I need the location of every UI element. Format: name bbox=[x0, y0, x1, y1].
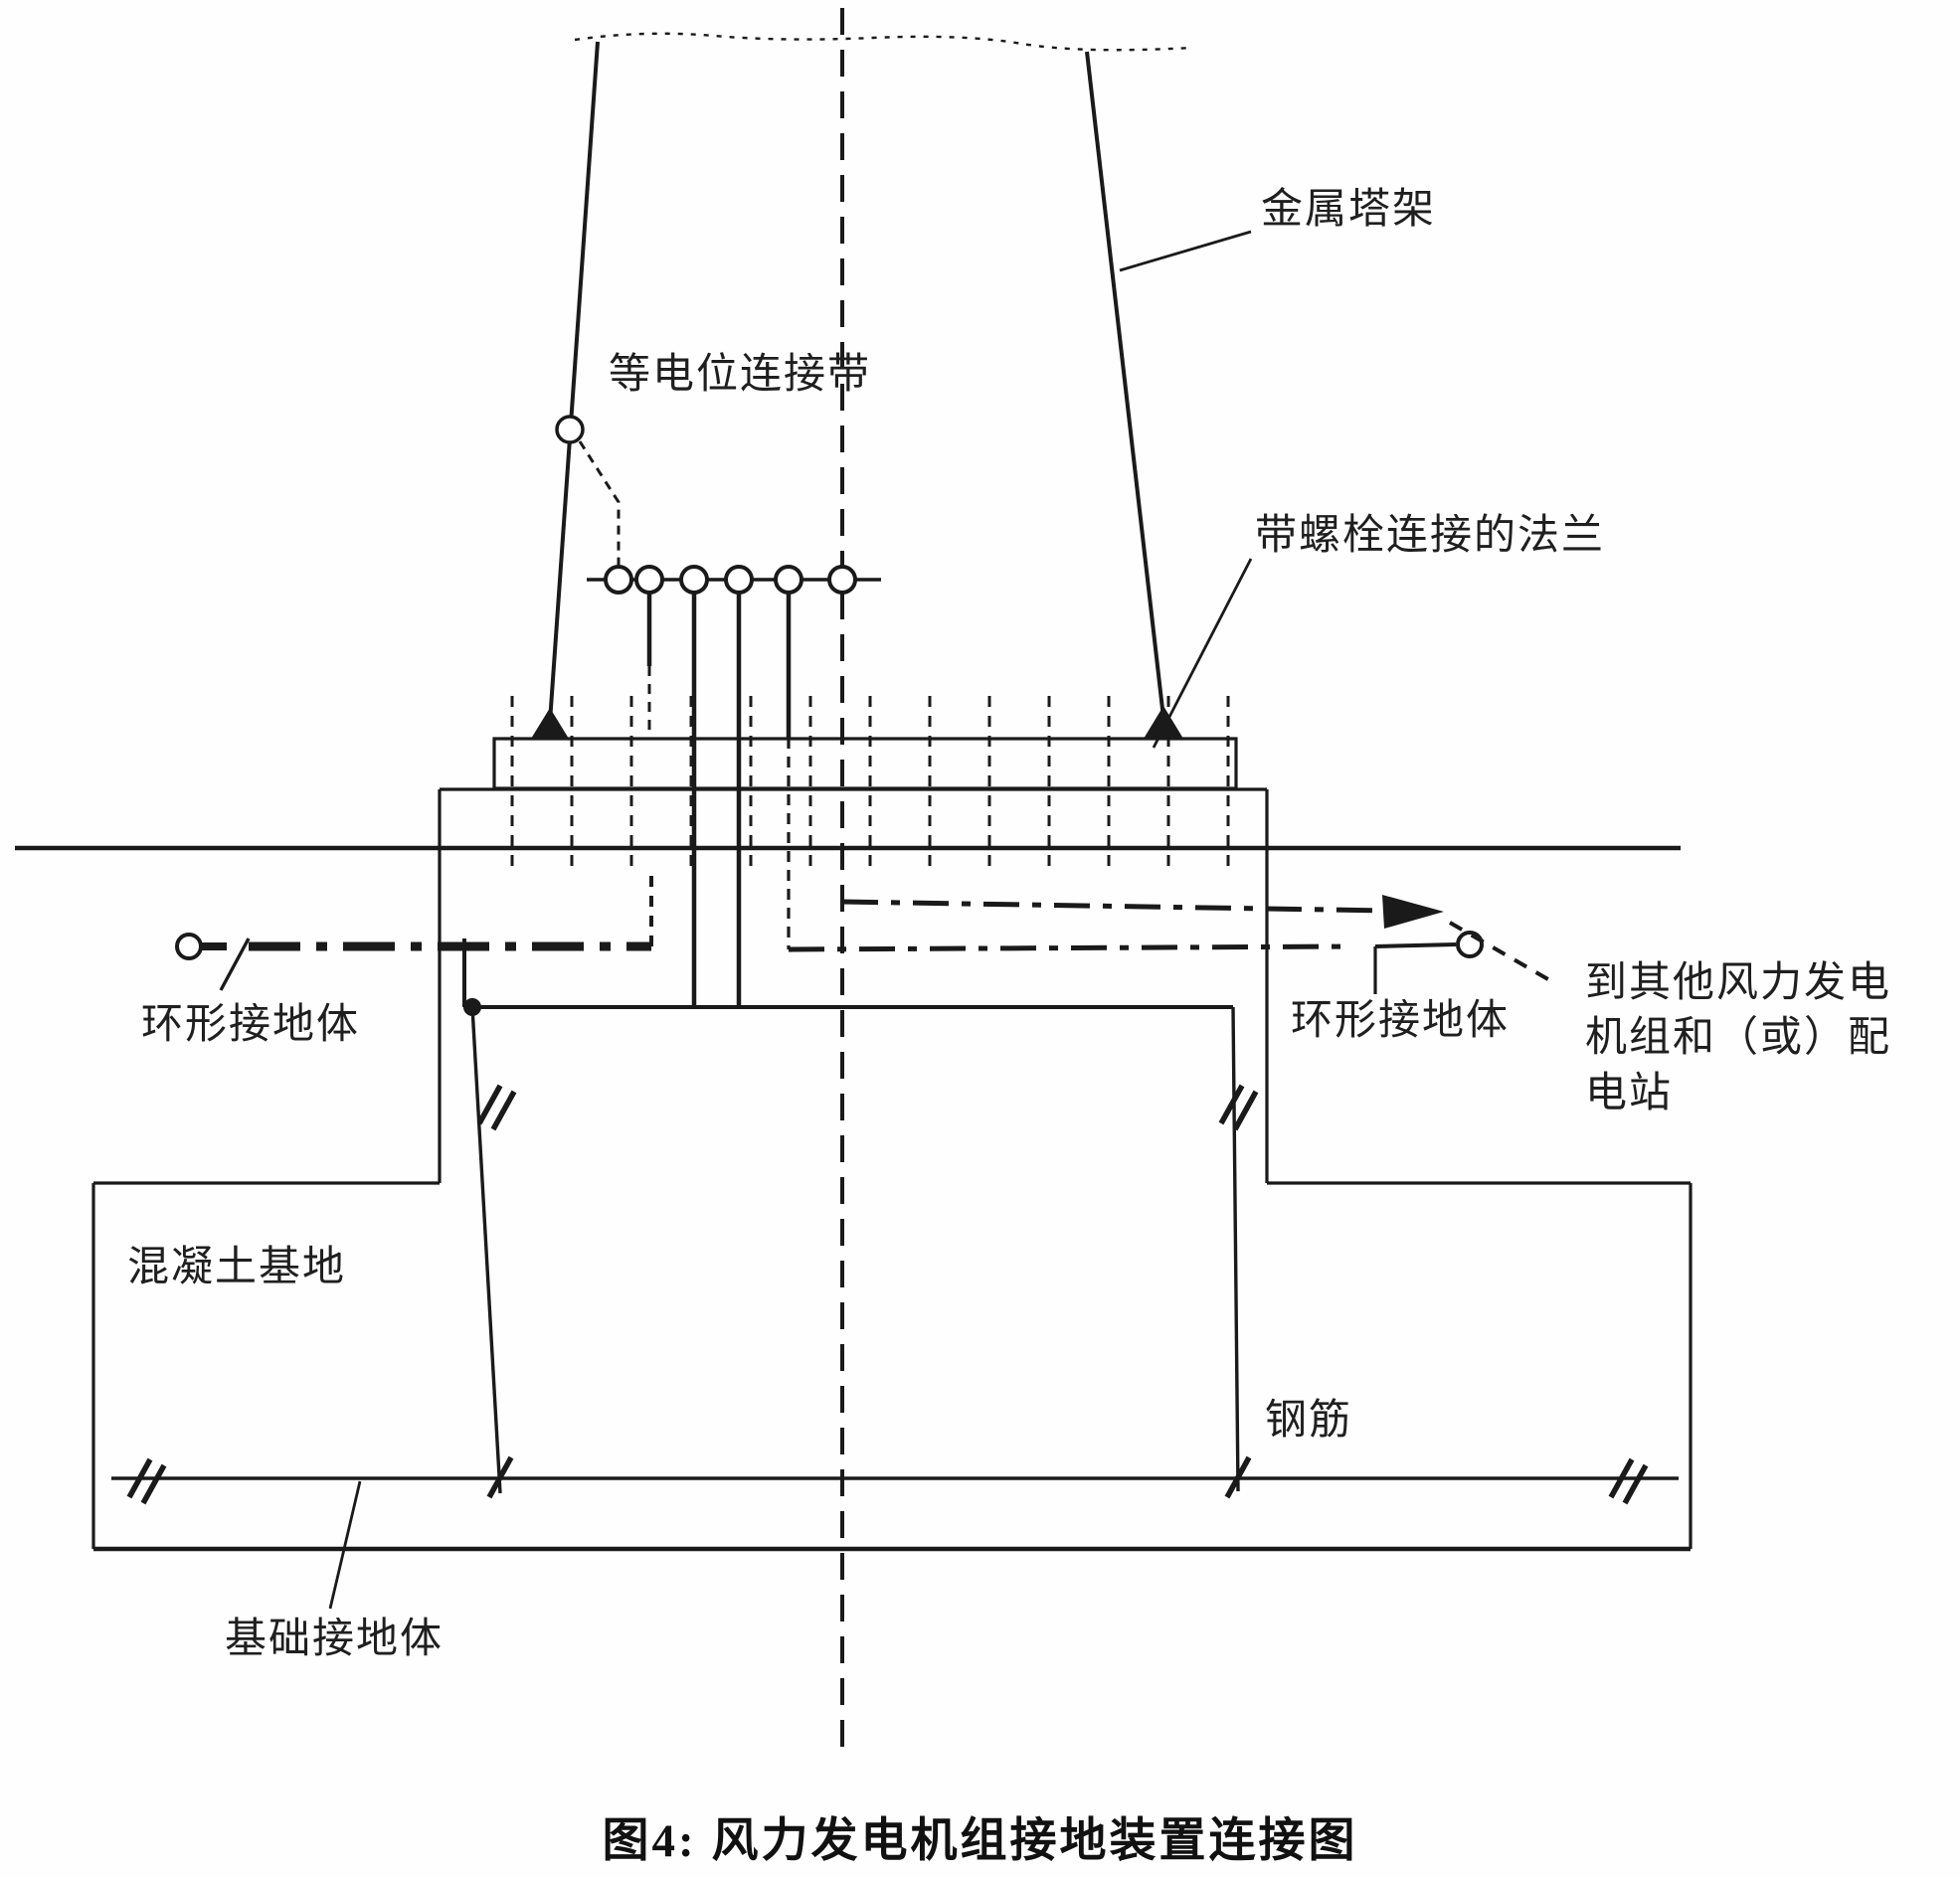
to-other-turbines-line bbox=[841, 895, 1554, 984]
label-concrete-base: 混凝土基地 bbox=[127, 1245, 347, 1290]
bonding-terminal-row bbox=[587, 565, 881, 595]
down-conductors bbox=[646, 593, 792, 1007]
leader-lines bbox=[328, 230, 1253, 1610]
bolt-lines bbox=[510, 696, 1230, 872]
label-to-other-line3: 电站 bbox=[1585, 1070, 1674, 1116]
label-metal-tower: 金属塔架 bbox=[1261, 187, 1437, 233]
label-to-other-line1: 到其他风力发电 bbox=[1585, 960, 1892, 1006]
arrow-right-icon bbox=[1382, 895, 1444, 929]
label-ring-earth-right: 环形接地体 bbox=[1291, 998, 1511, 1044]
label-ring-earth-left: 环形接地体 bbox=[141, 1002, 361, 1048]
tower-outline bbox=[531, 32, 1192, 739]
label-to-other-line2: 机组和（或）配 bbox=[1585, 1015, 1892, 1062]
rebar-conductors bbox=[470, 1006, 1240, 1494]
conductor-hatch-marks bbox=[126, 1084, 1649, 1505]
label-equipotential-bond: 等电位连接带 bbox=[609, 352, 872, 398]
tower-foot-right bbox=[1144, 706, 1183, 739]
label-bolted-flange: 带螺栓连接的法兰 bbox=[1255, 513, 1606, 559]
foundation-outline bbox=[91, 787, 1693, 1552]
figure-caption: 图4: 风力发电机组接地装置连接图 bbox=[602, 1815, 1358, 1867]
ring-earth-right-shape bbox=[788, 931, 1484, 994]
bolted-flange-shape bbox=[492, 696, 1238, 872]
label-rebar: 钢筋 bbox=[1265, 1398, 1353, 1444]
label-to-other-turbines: 到其他风力发电 机组和（或）配 电站 bbox=[1585, 956, 1955, 1121]
label-foundation-earth: 基础接地体 bbox=[225, 1617, 445, 1662]
ring-earth-left-shape bbox=[175, 873, 653, 991]
equipotential-terminal-icon bbox=[555, 415, 621, 569]
tower-foot-left bbox=[531, 708, 569, 739]
